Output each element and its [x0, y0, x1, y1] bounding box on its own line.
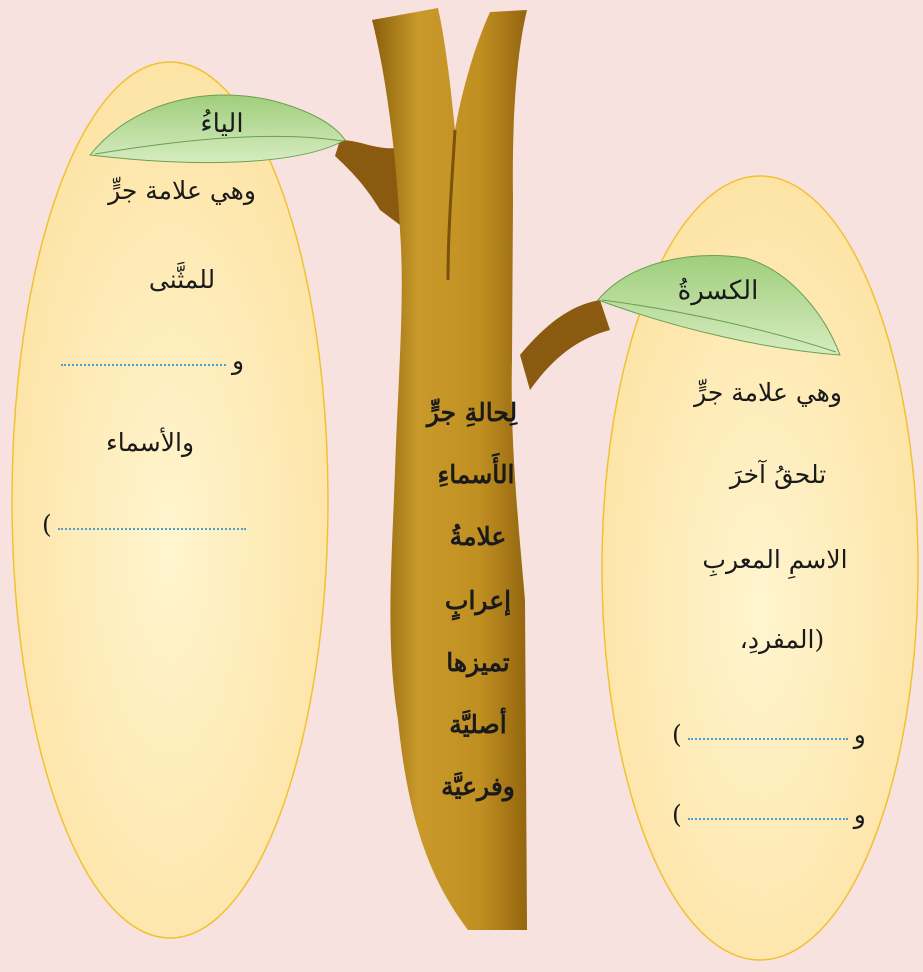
right-blank-1-suffix: ) — [672, 720, 682, 749]
trunk-line-3: علامةُ — [450, 522, 507, 552]
trunk-line-4: إعرابٍ — [445, 586, 511, 616]
right-branch — [520, 300, 610, 390]
right-blank-1-line[interactable] — [688, 738, 848, 740]
trunk-line-6: أصليَّة — [449, 710, 506, 740]
left-line-3: والأسماء — [106, 428, 194, 458]
left-blank-1-line[interactable] — [61, 364, 226, 366]
left-blank-2[interactable]: ) — [42, 510, 252, 539]
right-blank-2-line[interactable] — [688, 818, 848, 820]
right-blank-2-prefix: و — [854, 800, 866, 829]
right-blank-2-suffix: ) — [672, 800, 682, 829]
right-line-4: (المفردِ، — [740, 625, 824, 655]
left-blank-1-prefix: و — [232, 346, 244, 375]
left-leaf-label: الياءُ — [200, 109, 243, 140]
left-blank-2-line[interactable] — [58, 528, 246, 530]
trunk-line-2: الأَسماءِ — [438, 460, 515, 490]
right-line-1: وهي علامة جرٍّ — [694, 378, 842, 408]
right-leaf-label: الكسرةُ — [678, 276, 759, 307]
left-blank-1[interactable]: و — [55, 346, 244, 375]
left-line-2: للمثَّنى — [149, 265, 215, 295]
trunk-line-7: وفرعيَّة — [441, 772, 515, 802]
right-line-3: الاسمِ المعربِ — [702, 545, 847, 575]
right-blank-1[interactable]: و ) — [672, 720, 866, 749]
trunk-line-1: لِحالةِ جرٍّ — [427, 398, 517, 428]
left-branch — [335, 140, 400, 225]
right-blank-1-prefix: و — [854, 720, 866, 749]
right-line-2: تلحقُ آخرَ — [730, 460, 826, 490]
left-line-1: وهي علامة جرٍّ — [108, 176, 256, 206]
trunk-line-5: تميزها — [446, 648, 510, 678]
left-blank-2-suffix: ) — [42, 510, 52, 539]
right-blank-2[interactable]: و ) — [672, 800, 866, 829]
